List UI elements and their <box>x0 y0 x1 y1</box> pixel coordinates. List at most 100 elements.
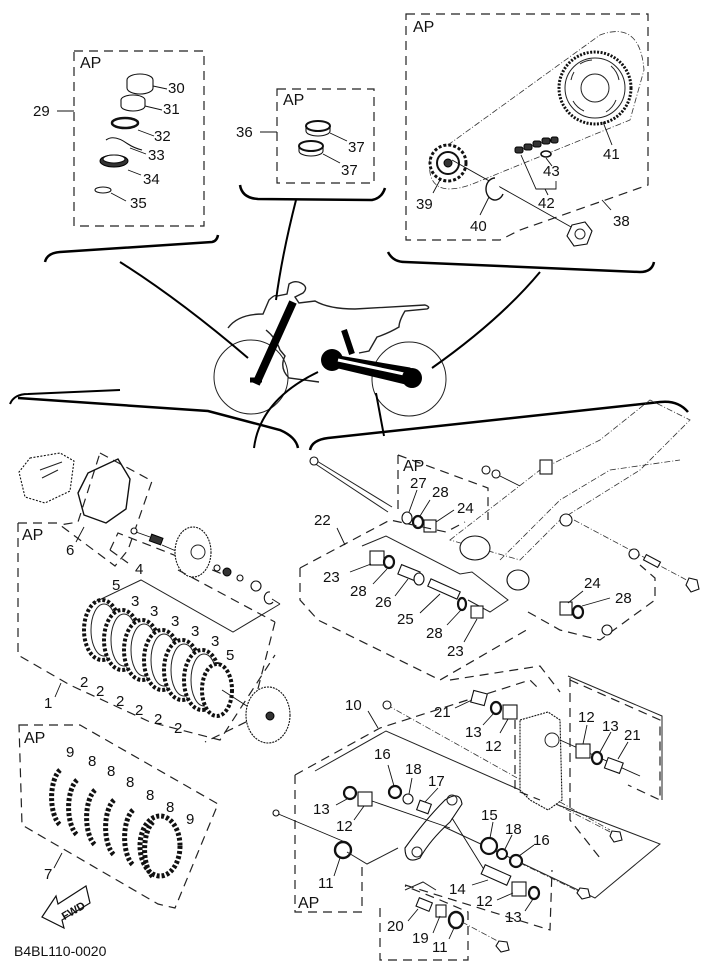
callout-36[interactable]: 36 <box>236 124 253 141</box>
connecting-rod[interactable] <box>404 795 463 861</box>
callout-5a[interactable]: 5 <box>112 577 120 594</box>
plate-9a[interactable] <box>49 768 62 827</box>
part-42-chain-joint[interactable] <box>514 136 559 154</box>
part-33-seal[interactable] <box>105 137 143 151</box>
part-15-bearing[interactable] <box>479 836 499 856</box>
callout-35[interactable]: 35 <box>130 195 147 212</box>
callout-6[interactable]: 6 <box>66 542 74 559</box>
part-23b-bearing[interactable] <box>470 605 484 619</box>
callout-34[interactable]: 34 <box>143 171 160 188</box>
callout-28b[interactable]: 28 <box>350 583 367 600</box>
part-16a-seal[interactable] <box>387 784 403 800</box>
part-6-gasket[interactable] <box>77 458 131 524</box>
callout-9b[interactable]: 9 <box>186 811 194 828</box>
relay-arm[interactable] <box>519 711 563 811</box>
callout-8c[interactable]: 8 <box>126 774 134 791</box>
callout-21a[interactable]: 21 <box>434 704 451 721</box>
clutch-cover[interactable] <box>18 452 75 504</box>
callout-2f[interactable]: 2 <box>174 720 182 737</box>
part-37-oil-seal[interactable] <box>305 120 331 132</box>
callout-2c[interactable]: 2 <box>116 693 124 710</box>
pivot-shaft-head[interactable] <box>309 456 319 466</box>
callout-23b[interactable]: 23 <box>447 643 464 660</box>
callout-43[interactable]: 43 <box>543 163 560 180</box>
part-20-collar[interactable] <box>415 897 434 913</box>
callout-41[interactable]: 41 <box>603 146 620 163</box>
callout-3a[interactable]: 3 <box>131 593 139 610</box>
part-37-dust-seal[interactable] <box>298 140 324 152</box>
part-43-clip[interactable] <box>540 150 552 158</box>
callout-3e[interactable]: 3 <box>211 633 219 650</box>
part-16b-seal[interactable] <box>508 853 524 869</box>
part-24a-bearing[interactable] <box>423 519 437 533</box>
callout-3b[interactable]: 3 <box>150 603 158 620</box>
part-21a-collar[interactable] <box>470 689 488 707</box>
callout-13b[interactable]: 13 <box>602 718 619 735</box>
friction-plate-5b[interactable] <box>200 662 234 718</box>
part-28d-seal[interactable] <box>571 604 585 620</box>
part-4-pushrod[interactable] <box>130 527 177 552</box>
callout-13c[interactable]: 13 <box>313 801 330 818</box>
part-13d-seal[interactable] <box>527 885 541 901</box>
callout-4[interactable]: 4 <box>135 561 143 578</box>
callout-12c[interactable]: 12 <box>336 818 353 835</box>
part-35-washer[interactable] <box>94 186 112 194</box>
part-18b-washer[interactable] <box>496 848 508 860</box>
callout-37b[interactable]: 37 <box>341 162 358 179</box>
callout-2e[interactable]: 2 <box>154 711 162 728</box>
drive-chain[interactable] <box>429 31 645 190</box>
callout-14[interactable]: 14 <box>449 881 466 898</box>
callout-8b[interactable]: 8 <box>107 763 115 780</box>
part-40-lock-washer[interactable] <box>485 177 504 201</box>
sprocket-nut[interactable] <box>566 221 593 247</box>
callout-8a[interactable]: 8 <box>88 753 96 770</box>
callout-11a[interactable]: 11 <box>318 875 334 892</box>
callout-2b[interactable]: 2 <box>96 683 104 700</box>
part-12c-bearing[interactable] <box>357 791 373 807</box>
callout-5b[interactable]: 5 <box>226 647 234 664</box>
part-12a-bearing[interactable] <box>502 704 518 720</box>
callout-12d[interactable]: 12 <box>476 893 493 910</box>
plate-9b[interactable] <box>137 813 183 879</box>
callout-11b[interactable]: 11 <box>432 939 448 956</box>
callout-8d[interactable]: 8 <box>146 787 154 804</box>
callout-2d[interactable]: 2 <box>135 702 143 719</box>
plate-8c[interactable] <box>103 798 116 857</box>
callout-18a[interactable]: 18 <box>405 761 422 778</box>
part-28a-seal[interactable] <box>411 514 425 530</box>
callout-20[interactable]: 20 <box>387 918 404 935</box>
callout-28d[interactable]: 28 <box>615 590 632 607</box>
callout-12a[interactable]: 12 <box>485 738 502 755</box>
callout-2a[interactable]: 2 <box>80 674 88 691</box>
callout-12b[interactable]: 12 <box>578 709 595 726</box>
callout-13a[interactable]: 13 <box>465 724 482 741</box>
callout-40[interactable]: 40 <box>470 218 487 235</box>
callout-16a[interactable]: 16 <box>374 746 391 763</box>
callout-8e[interactable]: 8 <box>166 799 174 816</box>
callout-24b[interactable]: 24 <box>584 575 601 592</box>
part-11a-seal[interactable] <box>333 840 353 860</box>
callout-31[interactable]: 31 <box>163 101 180 118</box>
callout-10[interactable]: 10 <box>345 697 362 714</box>
callout-25[interactable]: 25 <box>397 611 414 628</box>
part-14-collar[interactable] <box>480 864 512 886</box>
callout-39[interactable]: 39 <box>416 196 433 213</box>
part-28c-seal[interactable] <box>456 596 468 612</box>
part-18a-washer[interactable] <box>402 793 414 805</box>
callout-42[interactable]: 42 <box>538 195 555 212</box>
callout-22[interactable]: 22 <box>314 512 331 529</box>
callout-16b[interactable]: 16 <box>533 832 550 849</box>
callout-17[interactable]: 17 <box>428 773 445 790</box>
callout-26[interactable]: 26 <box>375 594 392 611</box>
part-19-bearing[interactable] <box>435 904 447 918</box>
callout-13d[interactable]: 13 <box>505 909 522 926</box>
plate-8b[interactable] <box>84 788 97 847</box>
plate-8d[interactable] <box>122 808 135 867</box>
part-13a-seal[interactable] <box>489 700 503 716</box>
part-23a-bearing[interactable] <box>369 550 385 566</box>
callout-29[interactable]: 29 <box>33 103 50 120</box>
callout-27[interactable]: 27 <box>410 475 427 492</box>
part-24b-bearing[interactable] <box>559 601 573 616</box>
callout-24a[interactable]: 24 <box>457 500 474 517</box>
part-11b-seal[interactable] <box>447 910 465 930</box>
